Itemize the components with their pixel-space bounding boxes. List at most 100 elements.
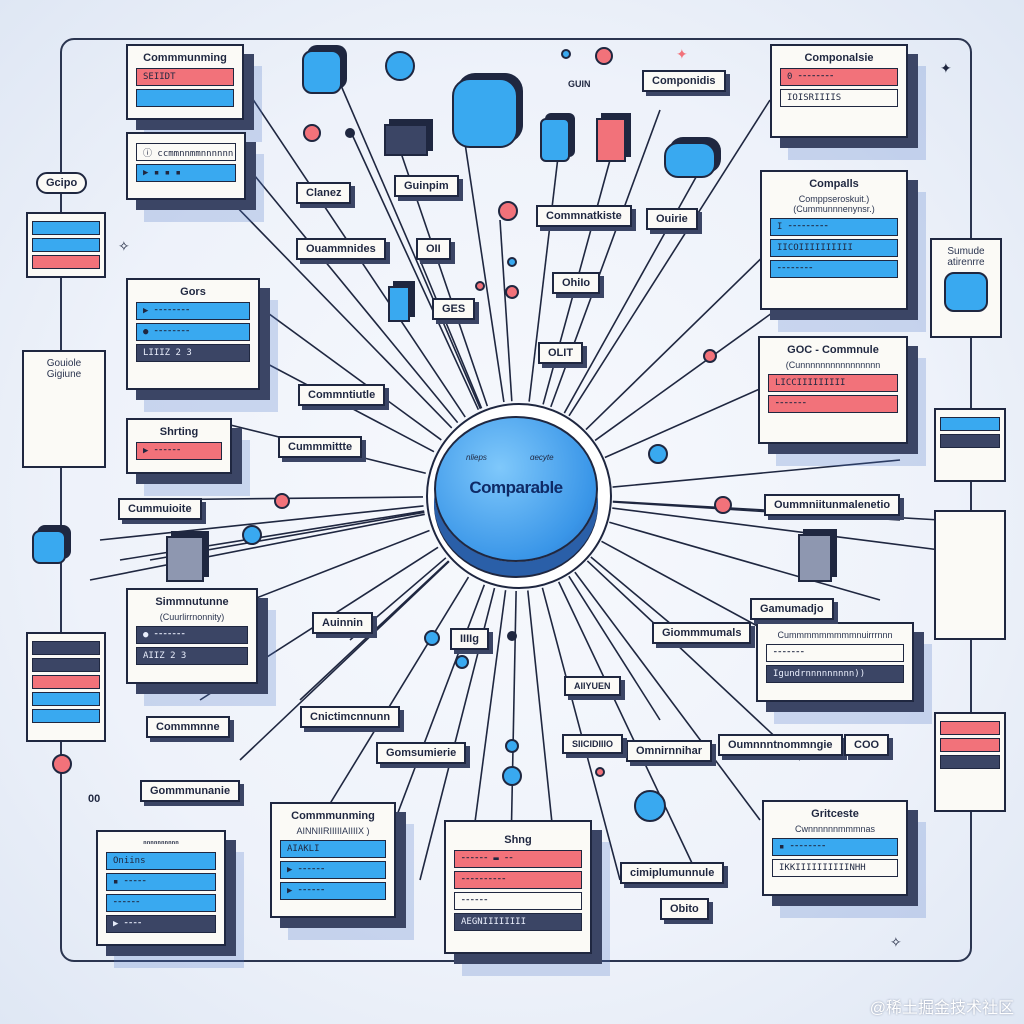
box-row: AIIZ 2 3: [136, 647, 248, 665]
connector-line: [557, 581, 701, 881]
box-subtitle: Comppseroskuit.) (Cummunnnenynsr.): [793, 194, 875, 214]
node-dot: [502, 766, 522, 786]
tag-gcipo: Gcipo: [36, 172, 88, 194]
tag-oummniitunmalenetio: Oummniitunmalenetio: [764, 494, 901, 516]
box-componalsie: Componalsie 0 ⁃⁃⁃⁃⁃⁃⁃⁃ IOISRIIIIS: [770, 44, 908, 138]
box-row: ▶ ⁃⁃⁃⁃⁃⁃: [280, 861, 386, 879]
box-row: [32, 692, 100, 706]
box-row: ⁃⁃⁃⁃⁃⁃⁃: [768, 395, 898, 413]
box-row: SEIIDT: [136, 68, 234, 86]
connector-line: [89, 513, 425, 581]
cube-hex-top: [452, 78, 518, 148]
box-subtitle: Gouiole Gigiune: [46, 358, 82, 380]
box-row: ● ⁃⁃⁃⁃⁃⁃⁃⁃: [136, 323, 250, 341]
connector-line: [249, 299, 442, 441]
cube-hex-left: [32, 530, 66, 564]
box-title: Simmnutunne: [155, 596, 229, 608]
box-shrting: Shrting ▶ ⁃⁃⁃⁃⁃⁃: [126, 418, 232, 474]
node-dot: [498, 201, 518, 221]
node-dot: [507, 257, 517, 267]
node-dot: [385, 51, 415, 81]
box-title: Commmunming: [291, 810, 375, 822]
sparkle-icon: ✦: [676, 46, 688, 62]
node-dot: [714, 496, 732, 514]
box-row: [136, 89, 234, 107]
box-row: [940, 434, 1000, 448]
node-dot: [648, 444, 668, 464]
cube-dark: [384, 124, 428, 156]
connector-line: [604, 379, 781, 459]
tag-commntiutle: Commntiutle: [298, 384, 386, 406]
connector-line: [574, 571, 761, 821]
box-list-2: ⓘ ccmmnnmmnnnnnn ▶ ▪ ▪ ▪: [126, 132, 246, 200]
connector-line: [612, 459, 901, 488]
box-row: 0 ⁃⁃⁃⁃⁃⁃⁃⁃: [780, 68, 898, 86]
box-row: IOISRIIIIS: [780, 89, 898, 107]
box-mini-left-2: [26, 632, 106, 742]
sparkle-icon: ✧: [890, 934, 902, 950]
tag-auinnin: Auinnin: [312, 612, 373, 634]
box-title: Compalls: [809, 178, 859, 190]
tag-cummmittte: Cummmittte: [278, 436, 363, 458]
tag-ouammnides: Ouammnides: [296, 238, 386, 260]
box-row: Igundrnnnnnnnnn)): [766, 665, 904, 683]
connector-line: [612, 501, 901, 521]
node-dot: [507, 631, 517, 641]
watermark: @稀土掘金技术社区: [869, 1000, 1014, 1017]
box-row: ⁃⁃⁃⁃⁃⁃: [454, 892, 582, 910]
sparkle-icon: ✧: [118, 238, 130, 254]
connector-line: [99, 505, 424, 541]
connector-line: [469, 590, 507, 861]
connector-line: [568, 575, 661, 721]
tag-00: 00: [88, 793, 101, 805]
tag-coo: COO: [844, 734, 890, 756]
tag-iiiig: IIIIg: [450, 628, 489, 650]
box-title: Commmunming: [143, 52, 227, 64]
box-mini-left: [26, 212, 106, 278]
tag-giommmumals: Giommmumals: [652, 622, 752, 644]
connector-line: [586, 560, 801, 761]
tag-cnictimcnnunn: Cnictimcnnunn: [300, 706, 401, 728]
box-row: [940, 738, 1000, 752]
tag-ges: GES: [432, 298, 476, 320]
tag-siicidiiio: SIICIDIIIO: [562, 734, 624, 754]
connector-line: [249, 169, 459, 424]
box-mini-right: [934, 408, 1006, 482]
node-dot: [561, 49, 571, 59]
connector-line: [329, 59, 482, 410]
node-dot: [703, 349, 717, 363]
box-row: [940, 417, 1000, 431]
box-subtitle: Sumude atirenrre: [947, 246, 985, 268]
box-commmunming-bottom: Commmunming AINNIIRIIIIIAIIIIX ) AIAKLI …: [270, 802, 396, 918]
tag-oii: OII: [416, 238, 451, 260]
box-title: Shrting: [159, 426, 199, 438]
connector-line: [499, 219, 513, 402]
box-row: ⁃⁃⁃⁃⁃⁃: [106, 894, 216, 912]
connector-line: [459, 109, 505, 403]
tag-cimiplumunnule: cimiplumunnule: [620, 862, 725, 884]
box-title: GOC - Commnule: [787, 344, 879, 356]
connector-line: [609, 521, 881, 601]
box-title: Gritceste: [811, 808, 859, 820]
connector-line: [568, 99, 771, 417]
connector-line: [299, 560, 450, 701]
tag-olit: OLIT: [538, 342, 584, 364]
tag-cummuioite: Cummuioite: [118, 498, 202, 520]
tag-obito: Obito: [660, 898, 709, 920]
box-row: [32, 709, 100, 723]
box-row: ⓘ ccmmnnmmnnnnnn: [136, 143, 236, 161]
box-row: ▶ ⁃⁃⁃⁃⁃⁃: [280, 882, 386, 900]
node-dot: [634, 790, 666, 822]
node-dot: [242, 525, 262, 545]
box-row: LIIIZ 2 3: [136, 344, 250, 362]
box-title: ⁿⁿⁿⁿⁿⁿⁿⁿⁿⁿ: [143, 838, 179, 848]
box-gors: Gors ▶ ⁃⁃⁃⁃⁃⁃⁃⁃ ● ⁃⁃⁃⁃⁃⁃⁃⁃ LIIIZ 2 3: [126, 278, 260, 390]
tag-omnirnnihar: Omnirnnihar: [626, 740, 713, 762]
hub-label: Comparable: [469, 478, 563, 497]
tag-guin: GUIN: [568, 79, 591, 89]
tag-gomsumierie: Gomsumierie: [376, 742, 467, 764]
hub-note-right: ɑecyte: [530, 453, 554, 462]
box-shng: Shng ⁃⁃⁃⁃⁃⁃ ▬ ⁃⁃ ⁃⁃⁃⁃⁃⁃⁃⁃⁃⁃ ⁃⁃⁃⁃⁃⁃ AEGNI…: [444, 820, 592, 954]
diagram-frame: [60, 38, 972, 962]
connector-line: [229, 199, 453, 429]
